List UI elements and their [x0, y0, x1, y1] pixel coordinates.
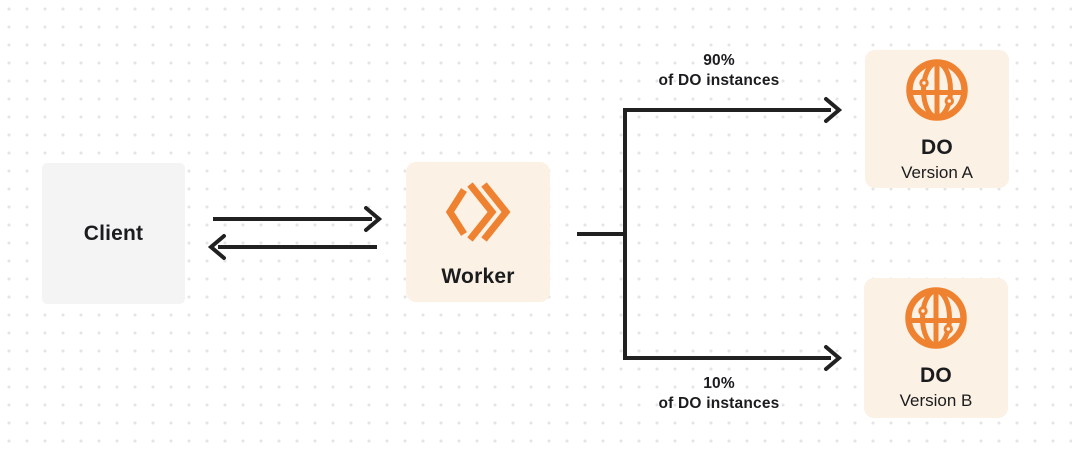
globe-icon — [905, 287, 967, 349]
worker-label: Worker — [441, 265, 515, 288]
right-chevron-2 — [481, 182, 511, 242]
worker-node: Worker — [406, 162, 550, 302]
left-angle-bracket — [445, 188, 467, 236]
top-branch-label: 90% of DO instances — [619, 51, 819, 91]
top-branch-caption: of DO instances — [658, 72, 780, 89]
globe-dot-upper — [919, 78, 929, 88]
client-node: Client — [42, 163, 185, 304]
branch-bracket-line — [623, 108, 831, 360]
globe-dot-upper — [918, 306, 928, 316]
client-label: Client — [83, 221, 144, 245]
globe-dot-lower — [944, 96, 954, 106]
do-a-title: DO — [921, 136, 953, 159]
do-a-subtitle: Version A — [901, 163, 973, 182]
globe-dot-lower — [943, 324, 953, 334]
arrow-client-to-worker — [213, 206, 383, 232]
arrowhead-to-do-a-icon — [824, 97, 843, 123]
client-worker-arrows — [207, 206, 383, 260]
top-branch-percent: 90% — [703, 52, 735, 69]
arrowhead-to-do-b-icon — [824, 345, 843, 371]
workers-icon — [445, 182, 511, 242]
branch-connector — [577, 97, 843, 371]
globe-icon — [906, 59, 968, 121]
do-version-a-node: DO Version A — [865, 50, 1009, 188]
bottom-branch-label: 10% of DO instances — [619, 374, 819, 414]
arrowhead-right-icon — [364, 206, 383, 232]
do-b-title: DO — [920, 364, 952, 387]
bottom-branch-percent: 10% — [703, 375, 735, 392]
arrow-worker-to-client — [207, 234, 377, 260]
arrowhead-left-icon — [207, 234, 226, 260]
do-b-subtitle: Version B — [899, 391, 973, 410]
right-chevron-1 — [467, 182, 497, 242]
bottom-branch-caption: of DO instances — [658, 395, 780, 412]
do-version-b-node: DO Version B — [864, 278, 1008, 418]
